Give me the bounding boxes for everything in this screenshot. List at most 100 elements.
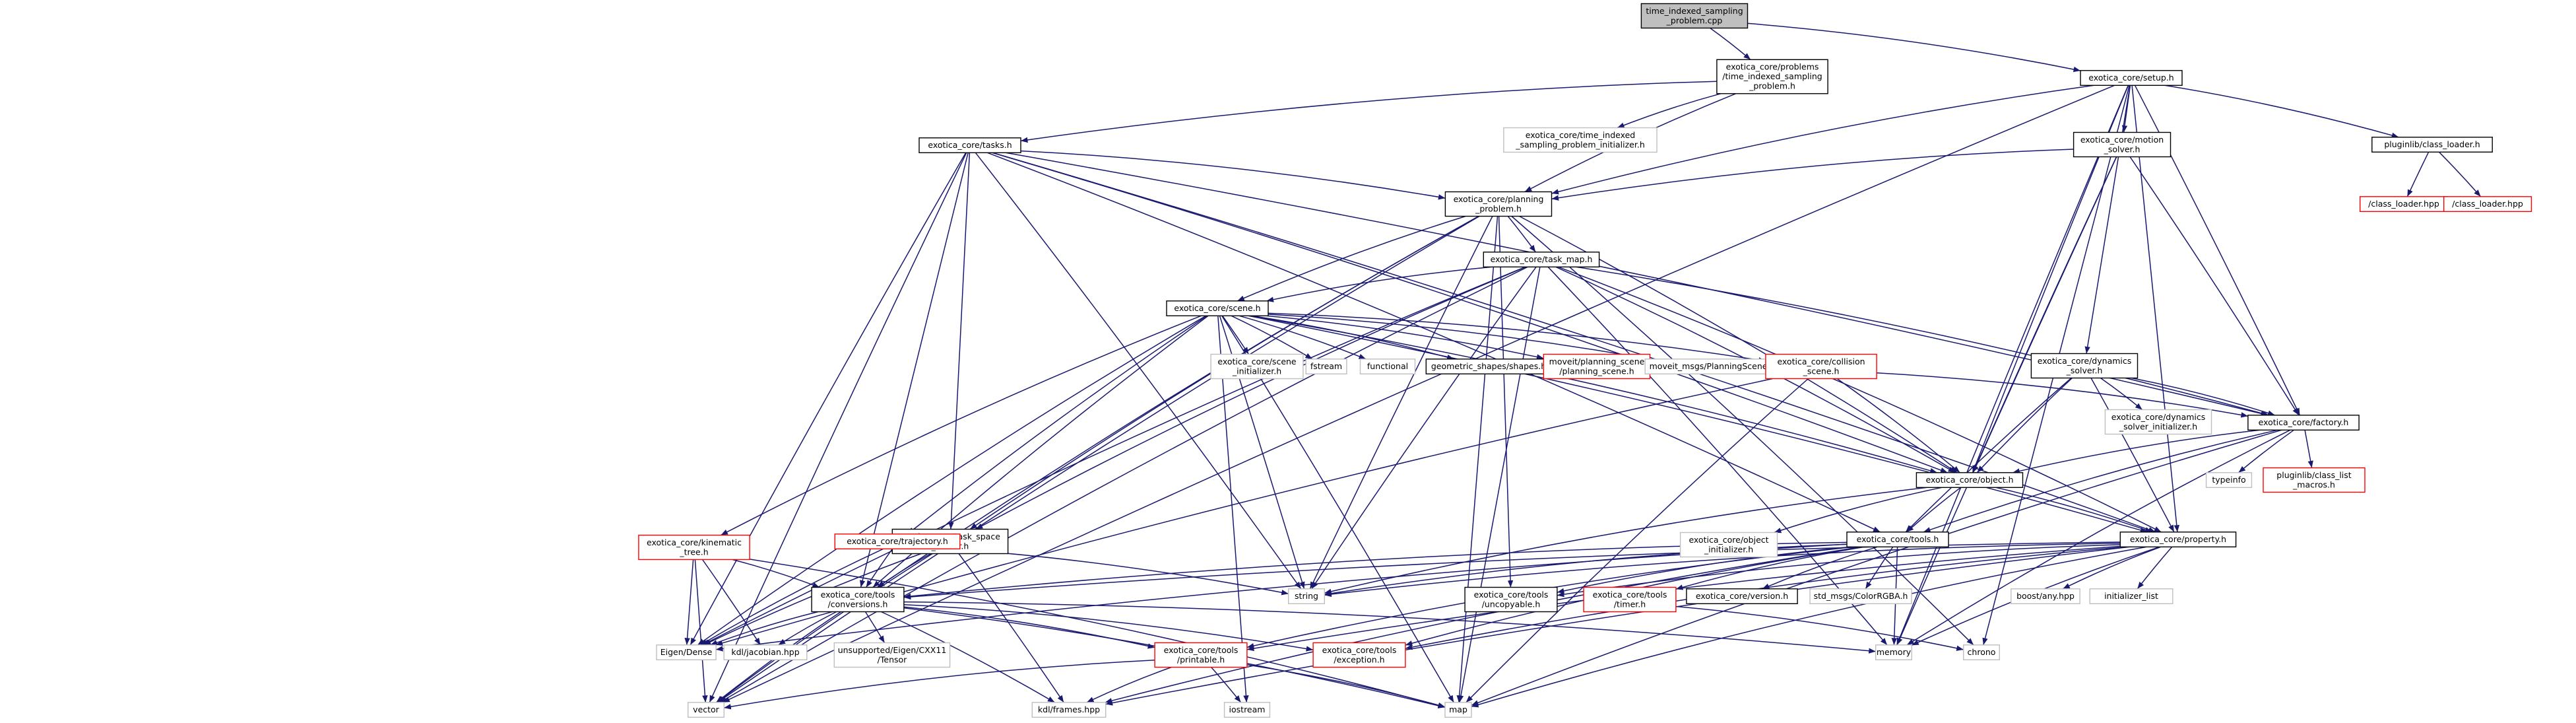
node-objinit-box bbox=[1679, 532, 1778, 558]
node-toolsh-label-line: exotica_core/tools.h bbox=[1857, 534, 1939, 544]
node-object-box bbox=[1916, 472, 2024, 488]
node-kdljac[interactable]: kdl/jacobian.hpp bbox=[723, 644, 808, 660]
node-memory[interactable]: memory bbox=[1875, 644, 1912, 660]
node-timer[interactable]: exotica_core/tools/timer.h bbox=[1583, 586, 1677, 613]
node-root[interactable]: time_indexed_sampling_problem.cpp bbox=[1640, 3, 1749, 29]
node-timer-label-line: exotica_core/tools bbox=[1593, 590, 1667, 600]
node-functional[interactable]: functional bbox=[1359, 359, 1416, 374]
node-printable[interactable]: exotica_core/tools/printable.h bbox=[1154, 642, 1248, 668]
node-moveitmsg[interactable]: moveit_msgs/PlanningScene.h bbox=[1644, 359, 1780, 374]
edge-root-to-prob bbox=[1710, 27, 1751, 60]
node-property[interactable]: exotica_core/property.h bbox=[2119, 532, 2237, 547]
node-string-box bbox=[1287, 588, 1325, 604]
node-collision-label-line: _scene.h bbox=[1803, 366, 1840, 376]
edge-factory-to-object bbox=[2012, 429, 2261, 474]
edge-planning-to-conv bbox=[877, 215, 1479, 588]
edge-tasks-to-eigen bbox=[690, 152, 967, 646]
node-prob[interactable]: exotica_core/problems/time_indexed_sampl… bbox=[1716, 59, 1828, 94]
edge-setup-to-pluginlib bbox=[2164, 85, 2399, 138]
node-toolsh[interactable]: exotica_core/tools.h bbox=[1846, 532, 1949, 547]
node-conv[interactable]: exotica_core/tools/conversions.h bbox=[811, 586, 905, 613]
node-sceneinit-box bbox=[1210, 353, 1304, 380]
node-uncopy-label-line: exotica_core/tools bbox=[1474, 590, 1549, 600]
edge-factory-to-map bbox=[1471, 429, 2282, 706]
edge-setup-to-factory bbox=[2134, 85, 2301, 416]
node-map[interactable]: map bbox=[1444, 702, 1472, 718]
node-dynamics[interactable]: exotica_core/dynamics_solver.h bbox=[2030, 353, 2139, 379]
node-object[interactable]: exotica_core/object.h bbox=[1916, 472, 2024, 488]
node-cl1[interactable]: /class_loader.hpp bbox=[2359, 196, 2449, 212]
edge-motion-to-factory bbox=[2129, 156, 2300, 416]
node-setup[interactable]: exotica_core/setup.h bbox=[2080, 70, 2183, 86]
node-chrono[interactable]: chrono bbox=[1962, 644, 2000, 660]
node-cl2-label-line: /class_loader.hpp bbox=[2452, 199, 2523, 209]
node-objinit[interactable]: exotica_core/object_initializer.h bbox=[1679, 532, 1778, 558]
node-boostany[interactable]: boost/any.hpp bbox=[2011, 588, 2080, 604]
node-version[interactable]: exotica_core/version.h bbox=[1686, 588, 1798, 604]
edge-property-to-uncopy bbox=[1557, 544, 2121, 598]
node-colorrgba[interactable]: std_msgs/ColorRGBA.h bbox=[1809, 588, 1912, 604]
node-sceneinit-label-line: _initializer.h bbox=[1232, 366, 1281, 376]
node-clmacros[interactable]: pluginlib/class_list_macros.h bbox=[2263, 467, 2366, 493]
edge-pluginlib-to-cl2 bbox=[2438, 151, 2482, 197]
node-sceneinit-label-line: exotica_core/scene bbox=[1217, 357, 1297, 366]
node-pluginlib-label-line: pluginlib/class_loader.h bbox=[2384, 139, 2480, 149]
node-taskmap[interactable]: exotica_core/task_map.h bbox=[1483, 252, 1600, 267]
edge-scene-to-string bbox=[1219, 316, 1305, 590]
edge-toolsh-to-timer bbox=[1675, 546, 1865, 590]
node-traj[interactable]: exotica_core/trajectory.h bbox=[834, 534, 961, 549]
node-geom[interactable]: geometric_shapes/shapes.h bbox=[1425, 359, 1552, 374]
node-pluginlib[interactable]: pluginlib/class_loader.h bbox=[2371, 137, 2493, 153]
node-vector-label-line: vector bbox=[693, 705, 720, 714]
edge-timer-to-chrono bbox=[1675, 605, 1964, 651]
node-exception-label-line: exotica_core/tools bbox=[1322, 645, 1397, 655]
node-moveitps-label-line: /planning_scene.h bbox=[1559, 366, 1634, 376]
node-sceneinit[interactable]: exotica_core/scene_initializer.h bbox=[1210, 353, 1304, 380]
node-memory-box bbox=[1875, 644, 1912, 660]
edge-object-to-property bbox=[1995, 487, 2152, 533]
node-moveitps[interactable]: moveit/planning_scene/planning_scene.h bbox=[1543, 353, 1651, 380]
node-traj-label-line: exotica_core/trajectory.h bbox=[847, 536, 948, 546]
node-kin-label-line: exotica_core/kinematic bbox=[647, 537, 742, 547]
node-tensor[interactable]: unsupported/Eigen/CXX11/Tensor bbox=[833, 642, 951, 668]
node-taskmap-box bbox=[1483, 252, 1600, 267]
node-cl2[interactable]: /class_loader.hpp bbox=[2443, 196, 2532, 212]
node-motion[interactable]: exotica_core/motion_solver.h bbox=[2073, 131, 2172, 158]
node-root-label-line: _problem.cpp bbox=[1666, 15, 1723, 25]
edge-prob-to-tasks bbox=[1020, 81, 1717, 143]
node-dyninit[interactable]: exotica_core/dynamics_solver_initializer… bbox=[2104, 409, 2212, 435]
node-factory[interactable]: exotica_core/factory.h bbox=[2247, 415, 2360, 430]
node-planning[interactable]: exotica_core/planning_problem.h bbox=[1444, 191, 1553, 217]
edge-planning-to-vector bbox=[717, 215, 1480, 703]
node-collision[interactable]: exotica_core/collision_scene.h bbox=[1765, 353, 1877, 380]
node-initlist[interactable]: initializer_list bbox=[2089, 588, 2174, 604]
node-tisinit[interactable]: exotica_core/time_indexed_sampling_probl… bbox=[1503, 127, 1658, 153]
edge-scene-to-moveitps bbox=[1266, 315, 1544, 360]
edge-planning-to-scene bbox=[1237, 215, 1466, 302]
node-dyninit-label-line: _solver_initializer.h bbox=[2119, 421, 2197, 431]
node-eigen[interactable]: Eigen/Dense bbox=[656, 644, 717, 660]
node-map-box bbox=[1444, 702, 1472, 718]
node-scene[interactable]: exotica_core/scene.h bbox=[1166, 300, 1269, 316]
edge-planning-to-map bbox=[1456, 216, 1498, 703]
node-root-label-line: time_indexed_sampling bbox=[1646, 6, 1743, 16]
node-memory-label-line: memory bbox=[1877, 647, 1912, 657]
node-vector[interactable]: vector bbox=[687, 702, 724, 718]
edge-conv-to-eigen bbox=[710, 611, 819, 646]
node-uncopy[interactable]: exotica_core/tools/uncopyable.h bbox=[1464, 586, 1558, 613]
node-tasks[interactable]: exotica_core/tasks.h bbox=[918, 137, 1021, 154]
node-iostream[interactable]: iostream bbox=[1223, 702, 1271, 718]
edge-scene-to-moveitmsg bbox=[1268, 314, 1650, 361]
node-chrono-label-line: chrono bbox=[1968, 647, 1996, 657]
node-dynamics-label-line: _solver.h bbox=[2066, 365, 2103, 375]
node-colorrgba-box bbox=[1809, 588, 1912, 604]
node-kdlframes[interactable]: kdl/frames.hpp bbox=[1031, 702, 1107, 718]
node-string[interactable]: string bbox=[1287, 588, 1325, 604]
edge-conv-to-memory bbox=[903, 601, 1876, 654]
node-exception[interactable]: exotica_core/tools/exception.h bbox=[1312, 642, 1406, 668]
node-kin[interactable]: exotica_core/kinematic_tree.h bbox=[638, 534, 750, 561]
node-scene-box bbox=[1166, 300, 1269, 316]
node-dynamics-box bbox=[2030, 353, 2139, 379]
node-fstream[interactable]: fstream bbox=[1305, 359, 1347, 374]
node-typeinfo[interactable]: typeinfo bbox=[2205, 472, 2253, 488]
